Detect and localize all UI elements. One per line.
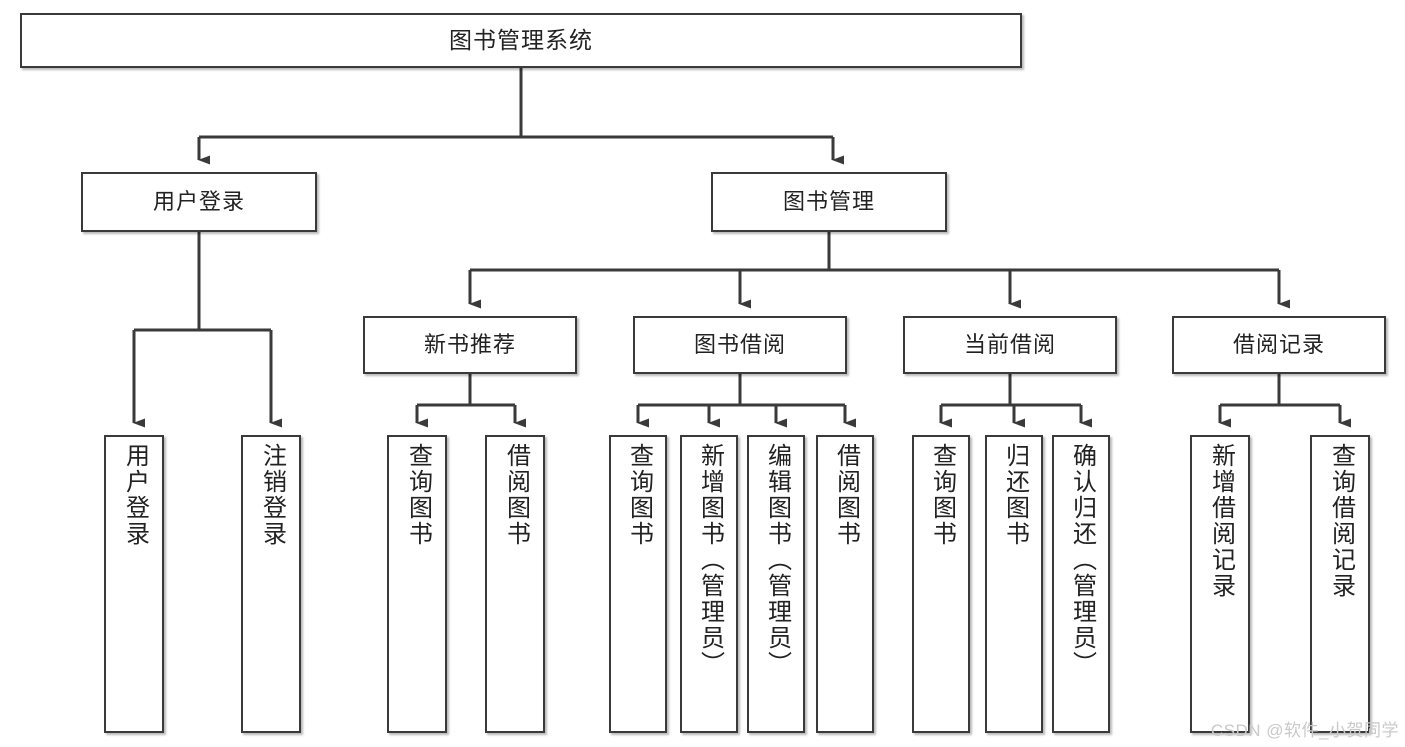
node-new-book-rec-label: 新书推荐 xyxy=(423,332,516,358)
node-leaf-confirm-return[interactable]: 确认归还（管理员） xyxy=(1052,435,1110,733)
node-leaf-add-book[interactable]: 新增图书（管理员） xyxy=(680,435,738,733)
node-leaf-logout-login[interactable]: 注销登录 xyxy=(241,435,301,733)
node-leaf-query-record[interactable]: 查询借阅记录 xyxy=(1310,435,1370,733)
node-current-borrow[interactable]: 当前借阅 xyxy=(903,316,1117,374)
node-book-manage-label: 图书管理 xyxy=(782,189,875,215)
node-leaf-query-book-2[interactable]: 查询图书 xyxy=(609,435,667,733)
node-leaf-add-book-label: 新增图书（管理员） xyxy=(696,443,724,677)
csdn-watermark: CSDN @软件_小贺同学 xyxy=(1210,721,1399,740)
node-leaf-edit-book-label: 编辑图书（管理员） xyxy=(763,443,791,677)
node-leaf-add-record-label: 新增借阅记录 xyxy=(1207,443,1235,599)
node-leaf-query-book-3-label: 查询图书 xyxy=(928,443,956,547)
node-leaf-query-book-2-label: 查询图书 xyxy=(625,443,653,547)
node-leaf-logout-login-label: 注销登录 xyxy=(258,443,286,547)
node-leaf-query-book-3[interactable]: 查询图书 xyxy=(912,435,970,733)
node-leaf-confirm-return-label: 确认归还（管理员） xyxy=(1068,443,1096,677)
node-leaf-query-record-label: 查询借阅记录 xyxy=(1327,443,1355,599)
node-book-borrow-label: 图书借阅 xyxy=(693,332,786,358)
node-book-manage[interactable]: 图书管理 xyxy=(711,172,947,232)
node-leaf-return-book-label: 归还图书 xyxy=(1001,443,1029,547)
node-current-borrow-label: 当前借阅 xyxy=(963,332,1056,358)
node-leaf-query-book-1-label: 查询图书 xyxy=(404,443,432,547)
node-borrow-record-label: 借阅记录 xyxy=(1232,332,1325,358)
node-leaf-user-login[interactable]: 用户登录 xyxy=(104,435,164,733)
node-borrow-record[interactable]: 借阅记录 xyxy=(1172,316,1386,374)
node-root-label: 图书管理系统 xyxy=(449,27,593,54)
node-user-login-label: 用户登录 xyxy=(152,189,245,215)
node-leaf-add-record[interactable]: 新增借阅记录 xyxy=(1190,435,1250,733)
node-leaf-query-book-1[interactable]: 查询图书 xyxy=(387,435,447,733)
node-root[interactable]: 图书管理系统 xyxy=(20,13,1022,68)
node-user-login[interactable]: 用户登录 xyxy=(81,172,317,232)
node-leaf-borrow-book-1-label: 借阅图书 xyxy=(502,443,530,547)
node-leaf-edit-book[interactable]: 编辑图书（管理员） xyxy=(747,435,805,733)
node-leaf-borrow-book-1[interactable]: 借阅图书 xyxy=(485,435,545,733)
node-leaf-borrow-book-2-label: 借阅图书 xyxy=(832,443,860,547)
node-new-book-rec[interactable]: 新书推荐 xyxy=(363,316,577,374)
node-leaf-borrow-book-2[interactable]: 借阅图书 xyxy=(816,435,874,733)
node-leaf-user-login-label: 用户登录 xyxy=(121,443,149,547)
node-leaf-return-book[interactable]: 归还图书 xyxy=(985,435,1043,733)
node-book-borrow[interactable]: 图书借阅 xyxy=(633,316,847,374)
